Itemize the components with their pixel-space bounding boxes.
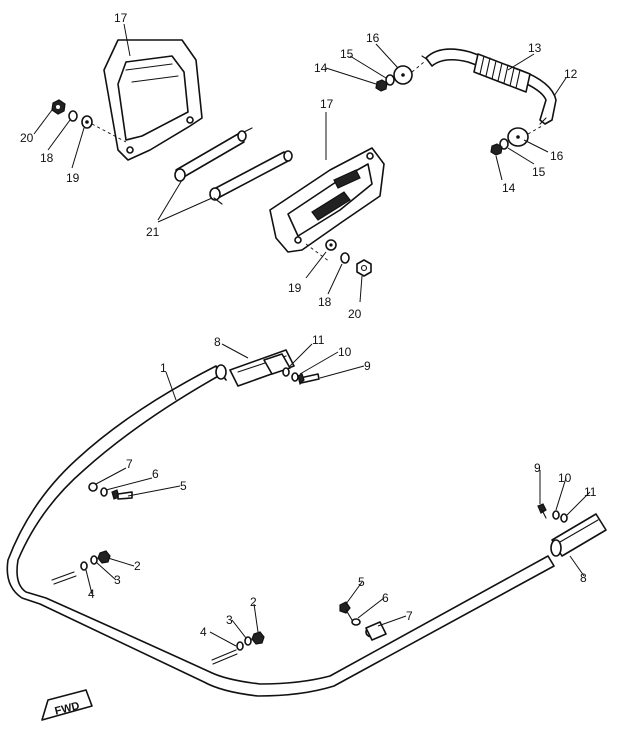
callout-19-right: 19 <box>288 281 302 295</box>
washer-4-bottom <box>236 641 244 651</box>
callout-6-left: 6 <box>152 467 159 481</box>
callout-17-left: 17 <box>114 11 128 25</box>
callout-18-left: 18 <box>40 151 54 165</box>
lockwasher-11-right <box>560 513 568 523</box>
nut-2-left <box>97 550 111 564</box>
callout-numbers: 17 20 18 19 21 16 15 14 13 12 16 15 14 1… <box>20 11 597 639</box>
callout-6-bottom: 6 <box>382 591 389 605</box>
washer-16-top <box>393 65 413 85</box>
callout-20-right: 20 <box>348 307 362 321</box>
callout-21: 21 <box>146 225 160 239</box>
washer-6-left <box>100 487 108 497</box>
washer-10-top <box>291 372 299 382</box>
callout-9-right: 9 <box>534 461 541 475</box>
bolt-9-right <box>537 503 547 519</box>
callout-4-bottom: 4 <box>200 625 207 639</box>
callout-14-top: 14 <box>314 61 328 75</box>
callout-11-right: 11 <box>584 485 597 499</box>
callout-4-left: 4 <box>88 587 95 601</box>
washer-7-bottom <box>365 621 387 641</box>
nut-20-left <box>51 99 66 115</box>
fwd-direction-marker: FWD <box>41 689 93 721</box>
callout-19-left: 19 <box>66 171 80 185</box>
callout-16-top: 16 <box>366 31 380 45</box>
callout-9-top: 9 <box>364 359 371 373</box>
callout-12: 12 <box>564 67 578 81</box>
nut-14-top <box>375 79 388 92</box>
callout-14-right: 14 <box>502 181 516 195</box>
washer-10-right <box>552 510 560 520</box>
callout-17-right: 17 <box>320 97 334 111</box>
callout-7-bottom: 7 <box>406 609 413 623</box>
callout-15-right: 15 <box>532 165 546 179</box>
washer-7-left <box>88 482 98 492</box>
callout-11-top: 11 <box>312 333 325 347</box>
callout-2-bottom: 2 <box>250 595 257 609</box>
bolt-5-bottom <box>339 601 353 621</box>
bracket-17-left <box>103 39 203 161</box>
washer-15-top <box>385 74 395 86</box>
callout-5-bottom: 5 <box>358 575 365 589</box>
stub-pipe-left <box>51 571 77 585</box>
bracket-17-right <box>269 147 385 253</box>
callout-8-right: 8 <box>580 571 587 585</box>
washer-4-left <box>80 561 88 571</box>
leader-lines <box>33 23 591 647</box>
clamp-8-right <box>550 513 607 557</box>
tube-1 <box>6 364 555 697</box>
callout-2-left: 2 <box>134 559 141 573</box>
callout-7-left: 7 <box>126 457 133 471</box>
bolt-5-left <box>111 489 133 500</box>
washer-3-bottom <box>244 636 252 646</box>
washer-19-left <box>81 115 93 129</box>
washer-16-right <box>507 127 529 147</box>
washer-18-left <box>68 110 78 122</box>
washer-3-left <box>90 555 98 565</box>
grip-13 <box>473 53 531 93</box>
callout-8-top: 8 <box>214 335 221 349</box>
callout-1: 1 <box>160 361 167 375</box>
nut-20-right <box>356 259 372 277</box>
lockwasher-11-top <box>282 367 290 377</box>
washer-6-bottom <box>351 618 361 626</box>
callout-10-right: 10 <box>558 471 572 485</box>
washer-19-right <box>325 239 337 251</box>
bolt-9-top <box>297 373 320 386</box>
callout-13: 13 <box>528 41 542 55</box>
pin-21-lower <box>209 150 293 205</box>
washer-18-right <box>340 252 350 264</box>
callout-18-right: 18 <box>318 295 332 309</box>
callout-20-left: 20 <box>20 131 34 145</box>
callout-3-left: 3 <box>114 573 121 587</box>
callout-3-bottom: 3 <box>226 613 233 627</box>
nut-14-right <box>490 143 503 156</box>
callout-16-right: 16 <box>550 149 564 163</box>
nut-2-bottom <box>251 631 265 645</box>
callout-10-top: 10 <box>338 345 352 359</box>
stub-pipe-bottom <box>211 649 238 665</box>
callout-5-left: 5 <box>180 479 187 493</box>
pin-21-upper <box>174 127 253 182</box>
fwd-label: FWD <box>54 700 81 718</box>
callout-15-top: 15 <box>340 47 354 61</box>
